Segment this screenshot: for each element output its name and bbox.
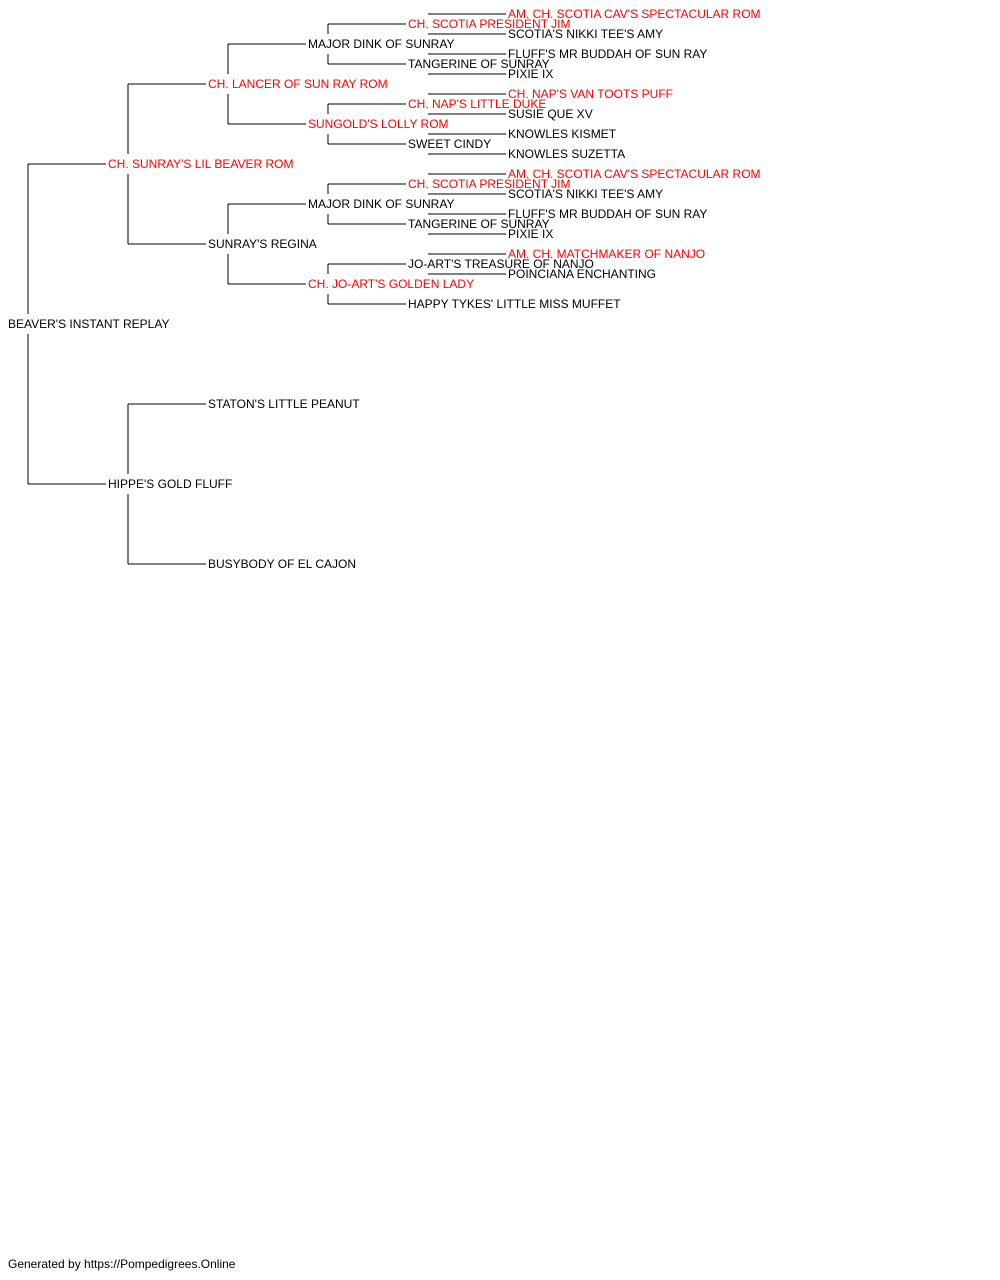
dog-name: SUSIE QUE XV bbox=[508, 107, 593, 121]
dog-name: TANGERINE OF SUNRAY bbox=[408, 57, 550, 71]
champion-dog-name: AM. CH. SCOTIA CAV'S SPECTACULAR ROM bbox=[508, 167, 761, 181]
champion-dog-name: AM. CH. SCOTIA CAV'S SPECTACULAR ROM bbox=[508, 7, 761, 21]
footer-credit: Generated by https://Pompedigrees.Online bbox=[8, 1257, 236, 1271]
dog-name: SWEET CINDY bbox=[408, 137, 491, 151]
champion-dog-name: CH. SCOTIA PRESIDENT JIM bbox=[408, 177, 570, 191]
dog-name: BUSYBODY OF EL CAJON bbox=[208, 557, 356, 571]
dog-name: BEAVER'S INSTANT REPLAY bbox=[8, 317, 169, 331]
dog-name: SUNRAY'S REGINA bbox=[208, 237, 317, 251]
dog-name: SCOTIA'S NIKKI TEE'S AMY bbox=[508, 187, 663, 201]
champion-dog-name: CH. NAP'S VAN TOOTS PUFF bbox=[508, 87, 673, 101]
dog-name: POINCIANA ENCHANTING bbox=[508, 267, 656, 281]
champion-dog-name: CH. NAP'S LITTLE DUKE bbox=[408, 97, 546, 111]
champion-dog-name: CH. SUNRAY'S LIL BEAVER ROM bbox=[108, 157, 293, 171]
dog-name: HIPPE'S GOLD FLUFF bbox=[108, 477, 232, 491]
dog-name: MAJOR DINK OF SUNRAY bbox=[308, 37, 454, 51]
dog-name: TANGERINE OF SUNRAY bbox=[408, 217, 550, 231]
dog-name: HAPPY TYKES' LITTLE MISS MUFFET bbox=[408, 297, 621, 311]
champion-dog-name: CH. JO-ART'S GOLDEN LADY bbox=[308, 277, 474, 291]
champion-dog-name: CH. LANCER OF SUN RAY ROM bbox=[208, 77, 388, 91]
dog-name: SCOTIA'S NIKKI TEE'S AMY bbox=[508, 27, 663, 41]
champion-dog-name: SUNGOLD'S LOLLY ROM bbox=[308, 117, 449, 131]
champion-dog-name: CH. SCOTIA PRESIDENT JIM bbox=[408, 17, 570, 31]
dog-name: KNOWLES KISMET bbox=[508, 127, 617, 141]
dog-name: PIXIE IX bbox=[508, 227, 553, 241]
dog-name: JO-ART'S TREASURE OF NANJO bbox=[408, 257, 594, 271]
dog-name: PIXIE IX bbox=[508, 67, 553, 81]
dog-name: STATON'S LITTLE PEANUT bbox=[208, 397, 360, 411]
champion-dog-name: AM. CH. MATCHMAKER OF NANJO bbox=[508, 247, 705, 261]
dog-name: MAJOR DINK OF SUNRAY bbox=[308, 197, 454, 211]
dog-name: KNOWLES SUZETTA bbox=[508, 147, 625, 161]
dog-name: FLUFF'S MR BUDDAH OF SUN RAY bbox=[508, 207, 707, 221]
dog-name: FLUFF'S MR BUDDAH OF SUN RAY bbox=[508, 47, 707, 61]
